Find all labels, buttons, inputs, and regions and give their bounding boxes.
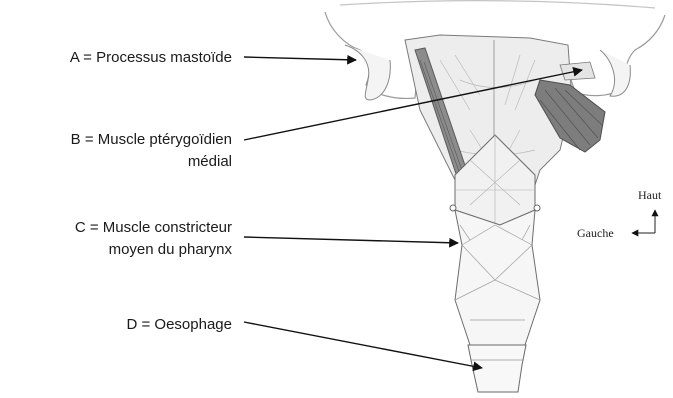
- arrow-a: [244, 57, 356, 60]
- mastoid-process-left: [345, 45, 390, 100]
- arrow-d: [244, 322, 482, 368]
- label-b-line1: B = Muscle ptérygoïdien: [10, 130, 232, 150]
- label-d: D = Oesophage: [20, 315, 232, 335]
- label-c-line1: C = Muscle constricteur: [10, 218, 232, 238]
- oesophagus: [468, 345, 526, 392]
- orientation-up-label: Haut: [638, 188, 661, 203]
- orientation-indicator: [632, 210, 655, 233]
- label-a: A = Processus mastoïde: [20, 48, 232, 68]
- mastoid-process-right: [600, 50, 630, 96]
- label-c-line2: moyen du pharynx: [10, 240, 232, 260]
- orientation-left-label: Gauche: [577, 226, 614, 241]
- arrow-c: [244, 237, 458, 243]
- label-b-line2: médial: [10, 152, 232, 172]
